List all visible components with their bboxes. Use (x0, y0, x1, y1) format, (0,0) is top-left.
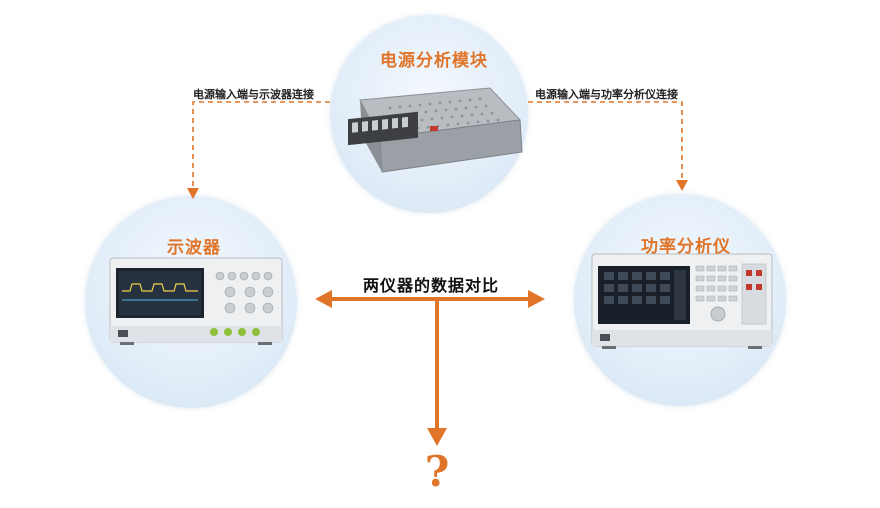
down-arrowhead (427, 428, 447, 446)
connection-label-right: 电源输入端与功率分析仪连接 (535, 88, 678, 101)
dashed-connector-right (528, 101, 683, 186)
compare-arrowhead-left (315, 290, 332, 308)
connection-label-left: 电源输入端与示波器连接 (193, 88, 314, 101)
power-module-title: 电源分析模块 (380, 51, 488, 71)
power-supply-image (348, 87, 523, 173)
compare-arrowhead-right (528, 290, 545, 308)
power-analyzer-image (591, 253, 773, 349)
oscilloscope-title: 示波器 (167, 238, 221, 258)
comparison-label: 两仪器的数据对比 (363, 276, 500, 295)
arrowhead-left (187, 188, 199, 199)
power-analyzer-title: 功率分析仪 (641, 237, 731, 257)
oscilloscope-image (109, 257, 283, 345)
arrowhead-right (676, 180, 688, 191)
dashed-connector-left (192, 101, 330, 195)
question-mark: ? (425, 447, 450, 496)
